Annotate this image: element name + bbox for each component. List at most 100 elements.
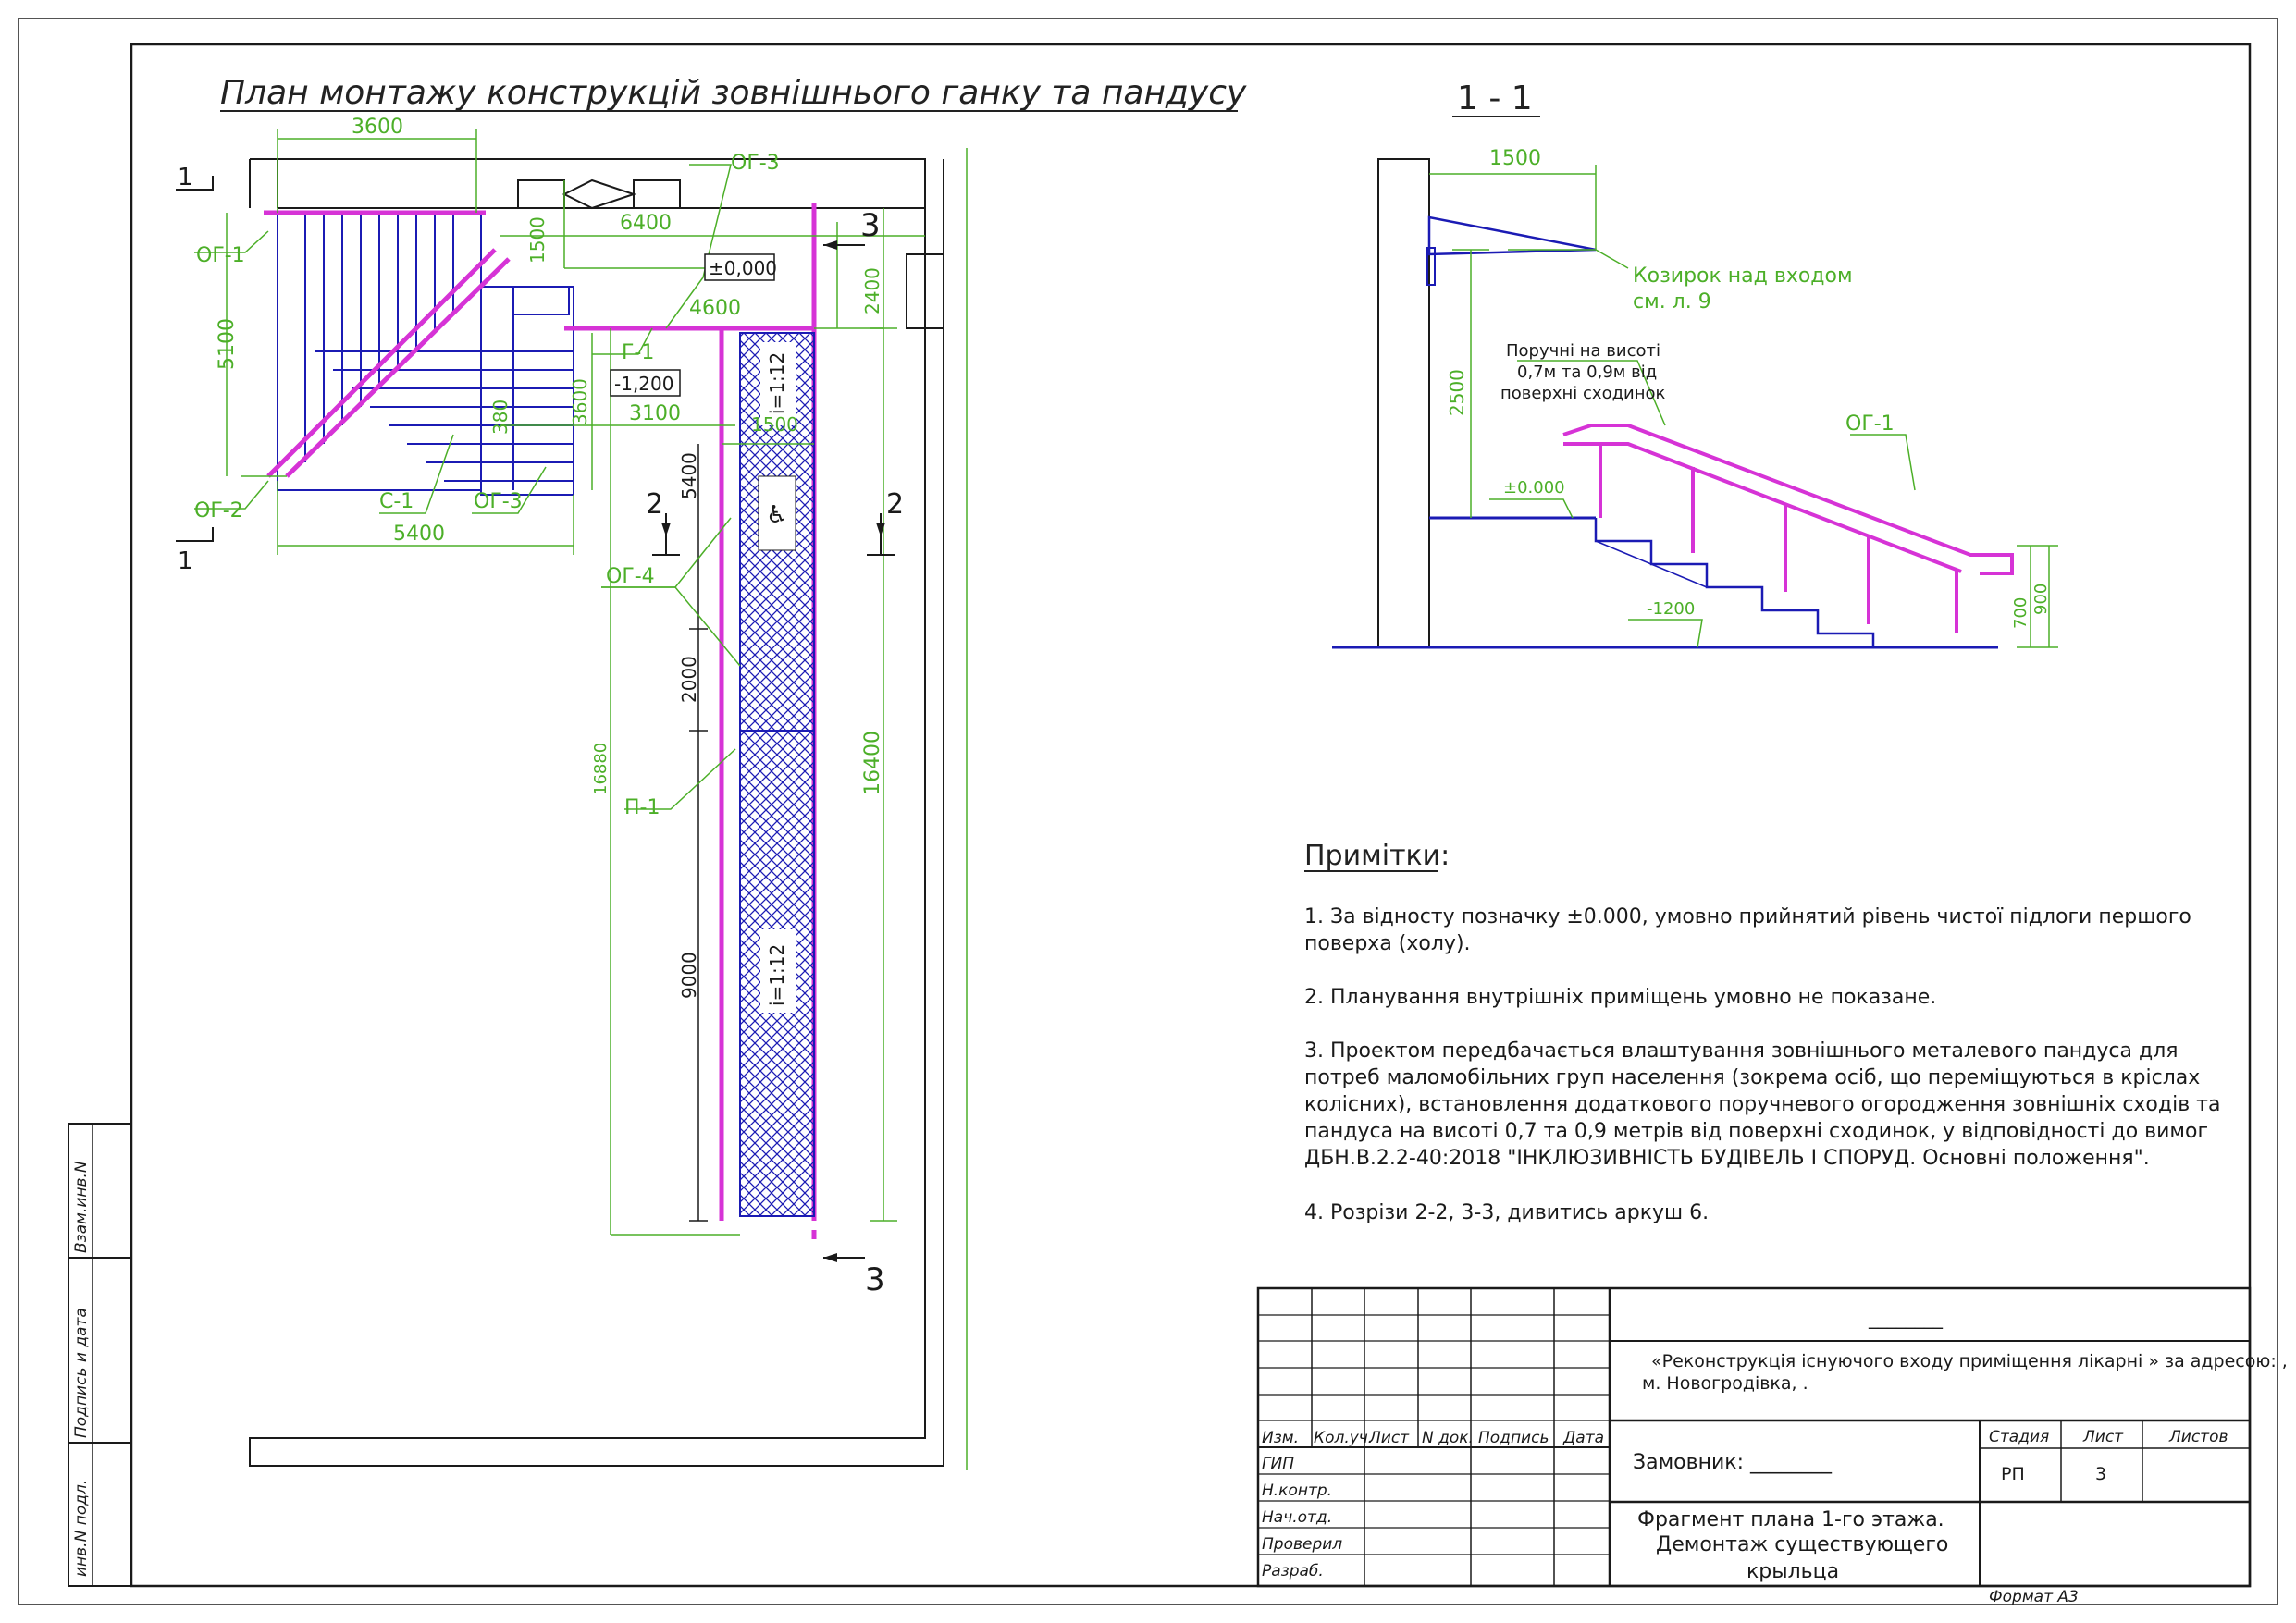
notes-heading: Примітки: <box>1304 840 1450 872</box>
tb-code: ________ <box>1868 1307 1944 1329</box>
dim-1500-h: 1500 <box>751 413 798 436</box>
leaders <box>194 164 741 810</box>
tb-format: Формат А3 <box>1989 1588 2079 1606</box>
stamp-invn: инв.N подл. <box>72 1480 91 1577</box>
slope-top: i=1:12 <box>766 352 788 414</box>
tb-project-l1: «Реконструкція існуючого входу приміщенн… <box>1651 1351 2288 1371</box>
handrails-plan <box>264 203 817 1239</box>
tb-row-razrab: Разраб. <box>1262 1562 1324 1580</box>
label-g1: Г-1 <box>622 341 654 364</box>
tb-col-data: Дата <box>1562 1429 1604 1447</box>
sec-level-0: ±0.000 <box>1503 478 1565 498</box>
dim-5400-v: 5400 <box>678 452 700 499</box>
dim-4600: 4600 <box>689 297 741 320</box>
plan-view: План монтажу конструкцій зовнішнього ган… <box>176 74 1247 1470</box>
label-s1: С-1 <box>379 490 414 513</box>
section-3-bottom: 3 <box>865 1261 885 1298</box>
tb-drawing-l1: Фрагмент плана 1-го этажа. <box>1637 1508 1944 1531</box>
dim-2400: 2400 <box>861 267 883 314</box>
ramp-p1: ♿ i=1:12 i=1:12 <box>739 332 815 1217</box>
wheelchair-icon: ♿ <box>766 501 787 529</box>
tb-stage-hdr: Стадия <box>1989 1428 2049 1446</box>
stair-profile <box>1594 518 1875 647</box>
note-3-l2: потреб маломобільних груп населення (зок… <box>1304 1066 2200 1089</box>
plan-title: План монтажу конструкцій зовнішнього ган… <box>220 74 1247 112</box>
side-stamp: Взам.инв.N Подпись и дата инв.N подл. <box>68 1123 132 1587</box>
dimension-lines <box>226 129 968 1470</box>
tb-customer: Замовник: ________ <box>1633 1451 1833 1474</box>
sec-dim-2500: 2500 <box>1446 369 1468 416</box>
dim-3100: 3100 <box>629 402 681 425</box>
dimension-lines-black <box>689 444 708 1222</box>
section-2-right: 2 <box>886 488 904 521</box>
tb-project-l2: м. Новогродівка, . <box>1642 1373 1808 1394</box>
dim-2000: 2000 <box>678 656 700 703</box>
label-og4: ОГ-4 <box>606 565 655 588</box>
tb-sheets-hdr: Листов <box>2168 1428 2228 1446</box>
dim-5400-h: 5400 <box>393 523 445 546</box>
tb-row-proveril: Проверил <box>1262 1535 1342 1554</box>
label-og3-bottom: ОГ-3 <box>474 490 523 513</box>
canopy-label: Козирок над входом <box>1633 264 1853 288</box>
tb-row-gip: ГИП <box>1262 1455 1294 1473</box>
dim-9000: 9000 <box>678 952 700 999</box>
note-3-l3: колісних), встановлення додаткового пору… <box>1304 1093 2220 1116</box>
canopy-ref: см. л. 9 <box>1633 290 1711 314</box>
sec-dim-700: 700 <box>2011 597 2031 629</box>
dim-16880: 16880 <box>591 743 611 795</box>
dim-3600-v: 3600 <box>569 378 591 425</box>
title-block: Изм. Кол.уч. Лист N док. Подпись Дата ГИ… <box>1256 1286 2288 1606</box>
note-1-l2: поверха (холу). <box>1304 932 1471 955</box>
note-2: 2. Планування внутрішніх приміщень умовн… <box>1304 986 1936 1009</box>
tb-sheet-hdr: Лист <box>2082 1428 2124 1446</box>
tb-col-podp: Подпись <box>1478 1429 1549 1447</box>
handrail-note-1: Поручні на висоті <box>1506 341 1660 361</box>
note-3-l1: 3. Проектом передбачається влаштування з… <box>1304 1039 2179 1063</box>
tb-drawing-l2: Демонтаж существующего <box>1656 1533 1948 1556</box>
building-walls <box>249 158 944 1467</box>
note-4: 4. Розрізи 2-2, 3-3, дивитись аркуш 6. <box>1304 1201 1709 1224</box>
sec-og1: ОГ-1 <box>1845 412 1895 436</box>
tb-row-nkontr: Н.контр. <box>1262 1482 1332 1500</box>
note-1-l1: 1. За відносту позначку ±0.000, умовно п… <box>1304 905 2191 928</box>
sec-dim-900: 900 <box>2031 584 2051 615</box>
handrail-section <box>1562 424 2014 633</box>
tb-drawing-l3: крыльца <box>1747 1560 1839 1583</box>
tb-sheet-val: 3 <box>2095 1464 2106 1484</box>
stamp-vzam: Взам.инв.N <box>72 1161 91 1253</box>
note-3-l4: пандуса на висоті 0,7 та 0,9 метрів від … <box>1304 1120 2208 1143</box>
section-2-left: 2 <box>646 488 663 521</box>
label-og3-top: ОГ-3 <box>731 152 780 175</box>
label-p1: П-1 <box>624 796 660 819</box>
section-view: 1 - 1 <box>1332 80 2058 649</box>
dim-16400: 16400 <box>861 731 884 795</box>
dim-5100: 5100 <box>216 318 239 370</box>
level-minus: -1,200 <box>614 373 673 395</box>
outer-frame <box>18 18 2278 1605</box>
section-1-top: 1 <box>178 164 193 191</box>
tb-row-nachotd: Нач.отд. <box>1262 1508 1332 1527</box>
tb-stage-val: РП <box>2001 1464 2025 1484</box>
slope-bottom: i=1:12 <box>766 944 788 1006</box>
section-title: 1 - 1 <box>1457 80 1533 117</box>
stamp-podpis: Подпись и дата <box>72 1308 91 1438</box>
section-1-bottom: 1 <box>178 547 193 575</box>
handrail-note-3: поверхні сходинок <box>1500 384 1666 403</box>
tb-col-list: Лист <box>1368 1429 1410 1447</box>
tb-col-kol: Кол.уч. <box>1314 1429 1373 1447</box>
level-0: ±0,000 <box>709 257 777 279</box>
note-3-l5: ДБН.В.2.2-40:2018 "ІНКЛЮЗИВНІСТЬ БУДІВЕЛ… <box>1304 1147 2150 1170</box>
sec-dim-1500: 1500 <box>1489 147 1541 170</box>
section-3-top: 3 <box>860 207 881 244</box>
dim-1500-v: 1500 <box>526 216 549 264</box>
stair-s1 <box>277 212 574 496</box>
dim-6400: 6400 <box>620 212 672 235</box>
tb-col-ndok: N док. <box>1422 1429 1474 1447</box>
tb-col-izm: Изм. <box>1262 1429 1299 1447</box>
notes: Примітки: 1. За відносту позначку ±0.000… <box>1304 840 2220 1224</box>
dim-380: 380 <box>489 400 512 435</box>
label-og2: ОГ-2 <box>194 499 243 523</box>
dim-3600-top: 3600 <box>352 116 403 139</box>
inner-frame <box>130 43 2252 1588</box>
